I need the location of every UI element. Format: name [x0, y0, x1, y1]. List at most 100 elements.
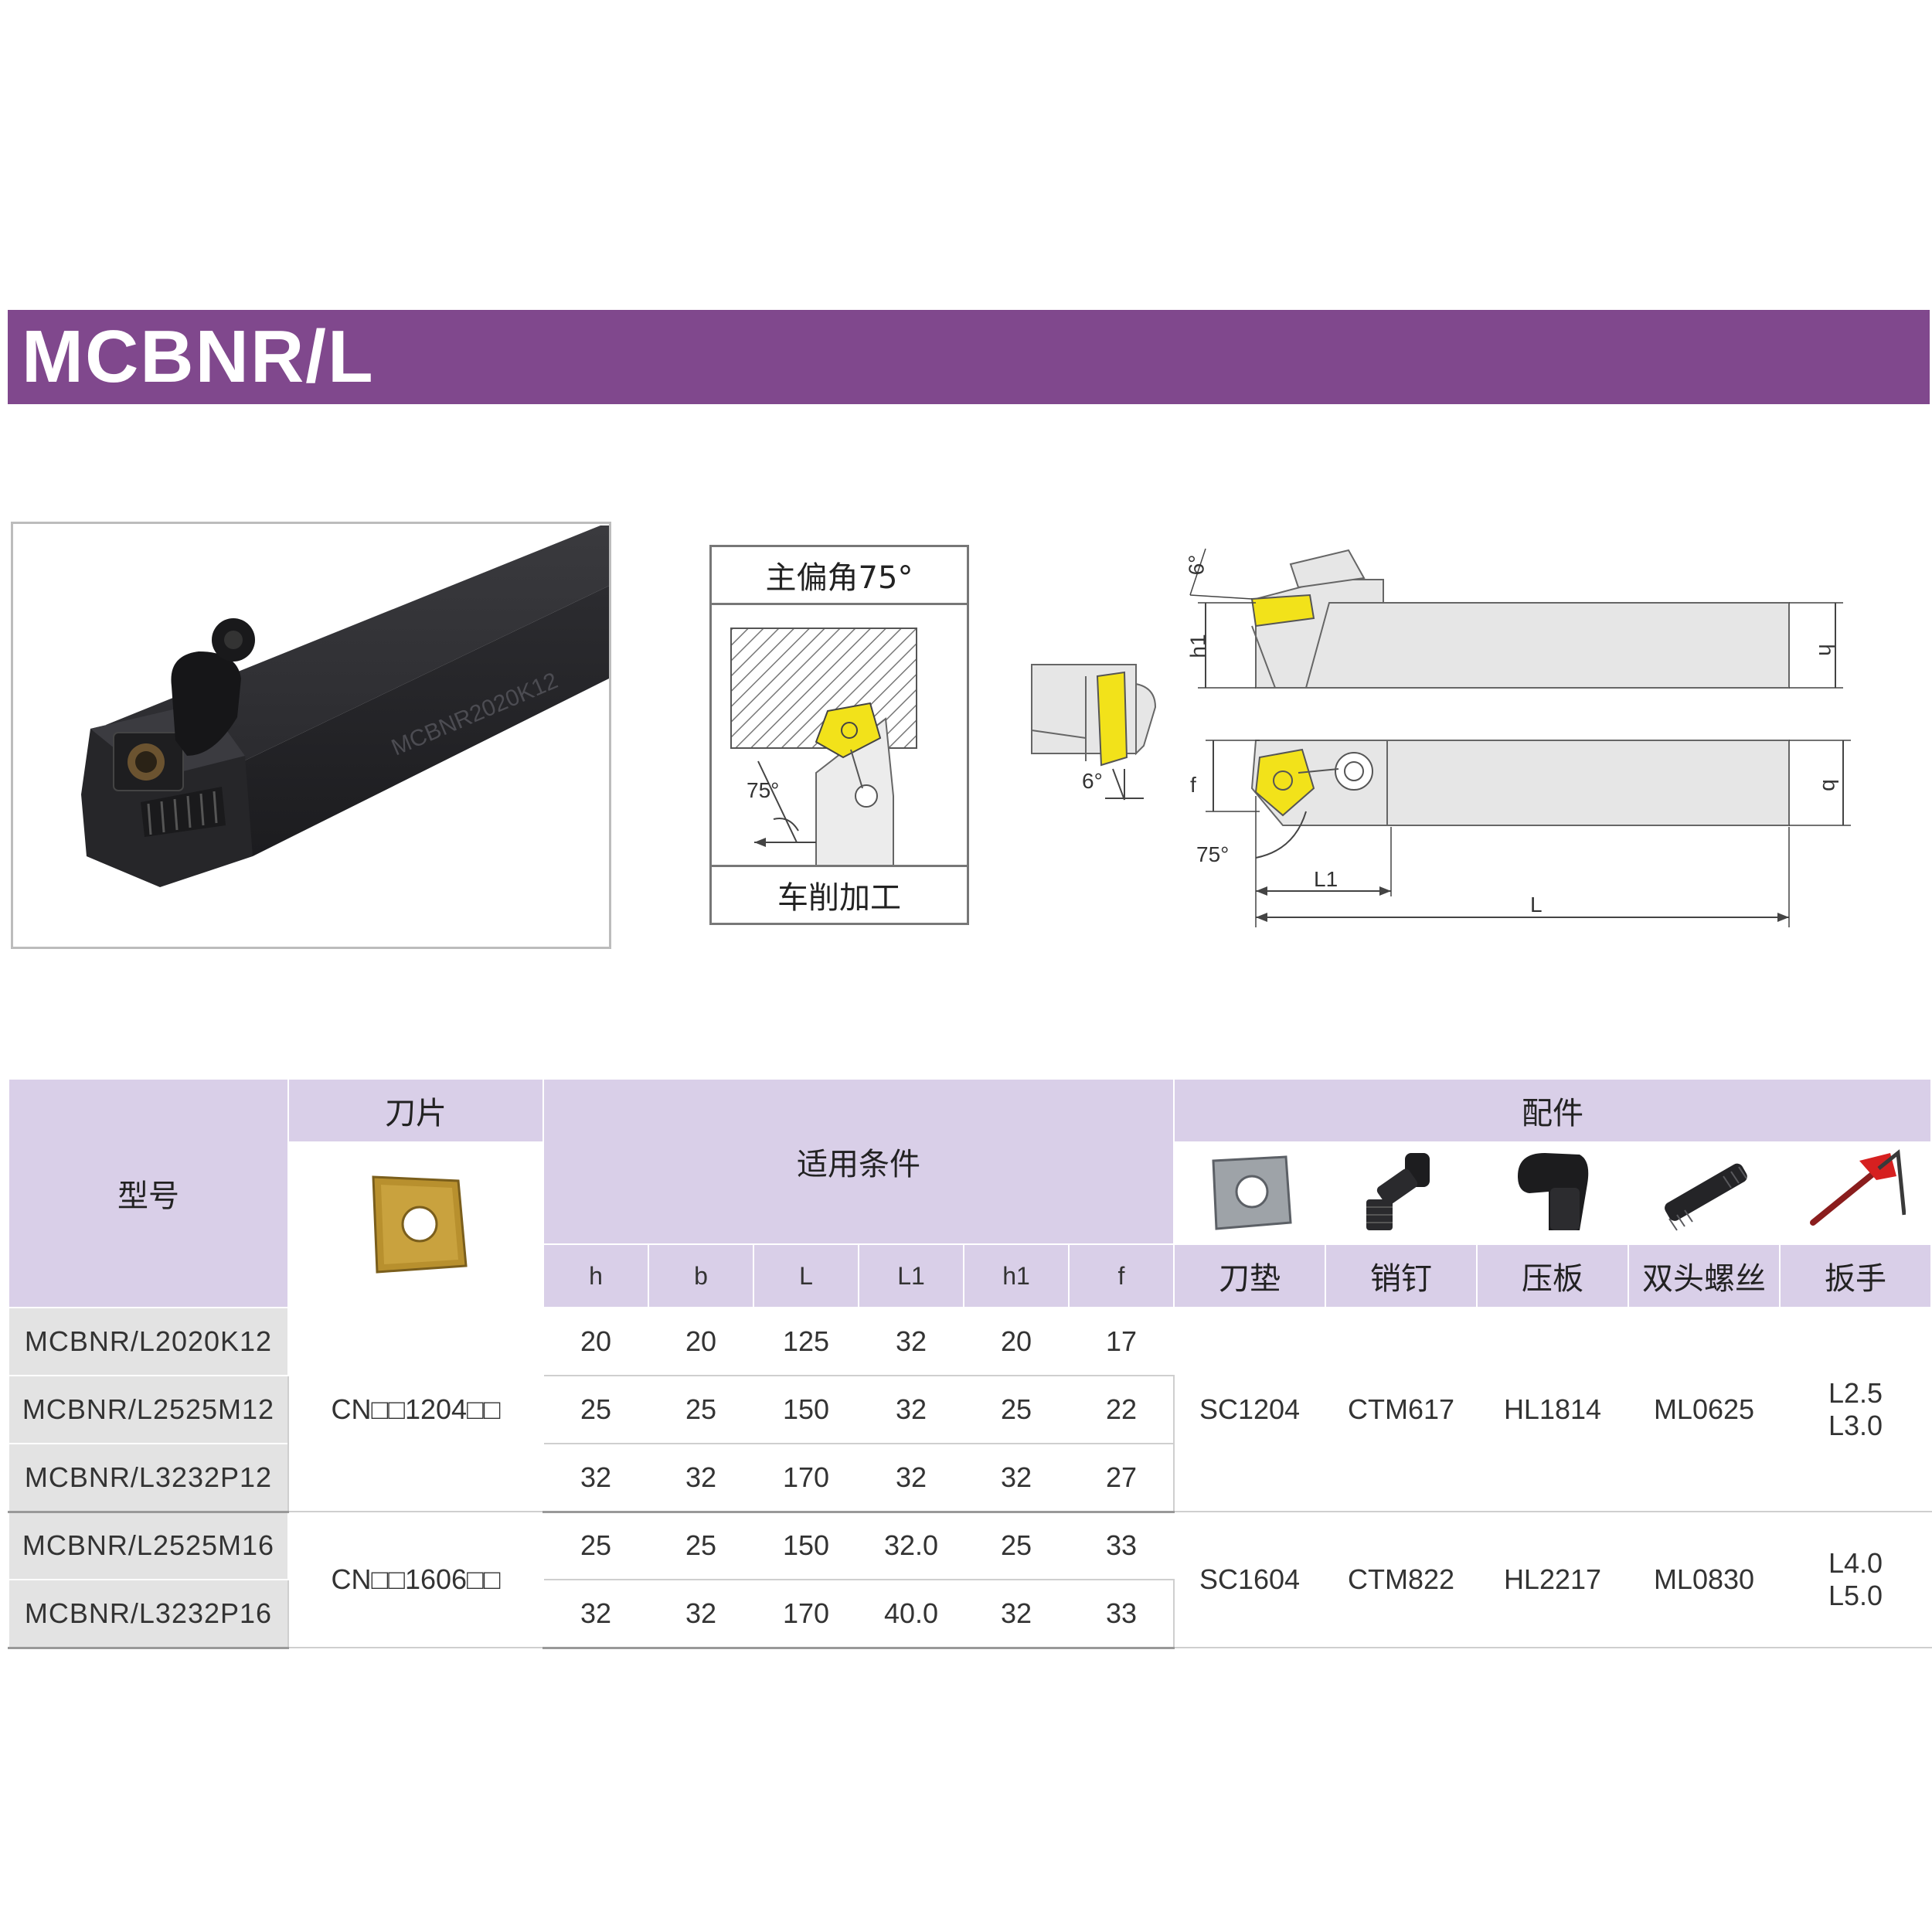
angle-75-label: 75° — [747, 778, 779, 802]
col-pin: 销钉 — [1325, 1243, 1478, 1308]
shim-image-cell — [1173, 1141, 1326, 1245]
h-cell: 25 — [543, 1511, 649, 1580]
table-row: MCBNR/L2020K12 CN□□1204□□ 20 20 125 32 2… — [8, 1307, 1932, 1512]
col-double-screw: 双头螺丝 — [1628, 1243, 1781, 1308]
tool-holder-illustration: MCBNR2020K12 — [81, 526, 609, 887]
top-angle-75-label: 75° — [1196, 842, 1230, 866]
L1-cell: 40.0 — [858, 1579, 964, 1649]
col-f: f — [1068, 1243, 1175, 1308]
model-cell: MCBNR/L2020K12 — [8, 1307, 289, 1376]
wrench-cell: L2.5 L3.0 — [1778, 1307, 1932, 1512]
f-cell: 17 — [1068, 1307, 1175, 1376]
wrench-size: L4.0 — [1828, 1547, 1883, 1579]
model-cell: MCBNR/L2525M16 — [8, 1511, 289, 1580]
col-shim: 刀垫 — [1173, 1243, 1326, 1308]
spec-table: 型号 刀片 适用条件 配件 — [8, 1078, 1932, 1649]
double-screw-cell: ML0625 — [1628, 1307, 1781, 1512]
wrench-icon — [1810, 1149, 1906, 1226]
wrench-size: L2.5 — [1828, 1377, 1883, 1409]
double-screw-icon — [1665, 1163, 1747, 1231]
h1-cell: 20 — [963, 1307, 1070, 1376]
clamp-cell: HL1814 — [1476, 1307, 1629, 1512]
double-screw-cell: ML0830 — [1628, 1511, 1781, 1648]
col-L1: L1 — [858, 1243, 964, 1308]
f-cell: 33 — [1068, 1511, 1175, 1580]
wrench-size: L3.0 — [1828, 1410, 1883, 1441]
wrench-size: L5.0 — [1828, 1580, 1883, 1611]
dim-L1-label: L1 — [1314, 867, 1338, 891]
table-row: MCBNR/L3232P12 32 32 170 32 32 27 — [8, 1443, 1931, 1513]
col-b: b — [648, 1243, 754, 1308]
conditions-header: 适用条件 — [543, 1078, 1175, 1245]
h-cell: 25 — [543, 1375, 649, 1444]
table-row: MCBNR/L2525M12 25 25 150 32 25 22 — [8, 1375, 1931, 1444]
L1-cell: 32 — [858, 1375, 964, 1444]
clamp-cell: HL2217 — [1476, 1511, 1629, 1648]
clamp-image-cell — [1476, 1141, 1629, 1245]
shim-cell: SC1604 — [1173, 1511, 1326, 1648]
col-h: h — [543, 1243, 649, 1308]
dim-h1-label: h1 — [1185, 634, 1210, 658]
L-cell: 150 — [753, 1511, 859, 1580]
L-cell: 150 — [753, 1375, 859, 1444]
h1-cell: 25 — [963, 1375, 1070, 1444]
insert-cell: CN□□1606□□ — [287, 1511, 544, 1648]
cn-insert-icon — [372, 1175, 468, 1274]
col-L: L — [753, 1243, 859, 1308]
model-cell: MCBNR/L3232P16 — [8, 1579, 289, 1649]
L1-cell: 32 — [858, 1443, 964, 1513]
model-cell: MCBNR/L2525M12 — [8, 1375, 289, 1444]
h-cell: 32 — [543, 1443, 649, 1513]
f-cell: 22 — [1068, 1375, 1175, 1444]
col-h1: h1 — [963, 1243, 1070, 1308]
dim-b-label: b — [1818, 779, 1842, 791]
page-title: MCBNR/L — [22, 315, 375, 398]
col-clamp: 压板 — [1476, 1243, 1629, 1308]
b-cell: 25 — [648, 1511, 754, 1580]
f-cell: 33 — [1068, 1579, 1175, 1649]
insert-cell: CN□□1204□□ — [287, 1307, 544, 1512]
b-cell: 32 — [648, 1579, 754, 1649]
approach-angle-caption: 主偏角75° — [712, 547, 967, 605]
b-cell: 20 — [648, 1307, 754, 1376]
wrench-image-cell — [1778, 1141, 1932, 1245]
parts-header: 配件 — [1172, 1078, 1932, 1143]
shim-icon — [1212, 1155, 1292, 1230]
pin-cell: CTM617 — [1325, 1307, 1478, 1512]
shim-cell: SC1204 — [1173, 1307, 1326, 1512]
double-screw-image-cell — [1628, 1141, 1781, 1245]
h-cell: 20 — [543, 1307, 649, 1376]
f-cell: 27 — [1068, 1443, 1175, 1513]
product-photo: MCBNR2020K12 — [11, 522, 611, 949]
h1-cell: 32 — [963, 1579, 1070, 1649]
b-cell: 32 — [648, 1443, 754, 1513]
col-wrench: 扳手 — [1778, 1243, 1932, 1308]
front-angle-6-label: 6° — [1082, 769, 1103, 793]
pin-icon — [1366, 1153, 1430, 1230]
b-cell: 25 — [648, 1375, 754, 1444]
insert-header: 刀片 — [287, 1078, 544, 1143]
turning-diagram-box: 主偏角75° 75° 车削加工 — [709, 545, 969, 925]
pin-cell: CTM822 — [1325, 1511, 1478, 1648]
L1-cell: 32.0 — [858, 1511, 964, 1580]
model-cell: MCBNR/L3232P12 — [8, 1443, 289, 1513]
turning-caption: 车削加工 — [712, 865, 967, 923]
pin-image-cell — [1325, 1141, 1478, 1245]
dim-f-label: f — [1190, 773, 1196, 797]
dim-h-label: h — [1814, 644, 1838, 656]
L-cell: 170 — [753, 1579, 859, 1649]
table-row: MCBNR/L2525M16 CN□□1606□□ 25 25 150 32.0… — [8, 1511, 1932, 1648]
dim-L-label: L — [1530, 893, 1543, 917]
dimension-drawing — [1189, 548, 1851, 927]
h1-cell: 25 — [963, 1511, 1070, 1580]
clamp-icon — [1518, 1153, 1589, 1230]
turning-diagram: 75° — [730, 628, 917, 867]
side-angle-6-label: 6° — [1184, 554, 1209, 576]
h-cell: 32 — [543, 1579, 649, 1649]
front-view-drawing — [1031, 664, 1157, 801]
h1-cell: 32 — [963, 1443, 1070, 1513]
L-cell: 125 — [753, 1307, 859, 1376]
title-banner: MCBNR/L — [8, 310, 1930, 404]
insert-image-cell — [287, 1141, 544, 1308]
L1-cell: 32 — [858, 1307, 964, 1376]
